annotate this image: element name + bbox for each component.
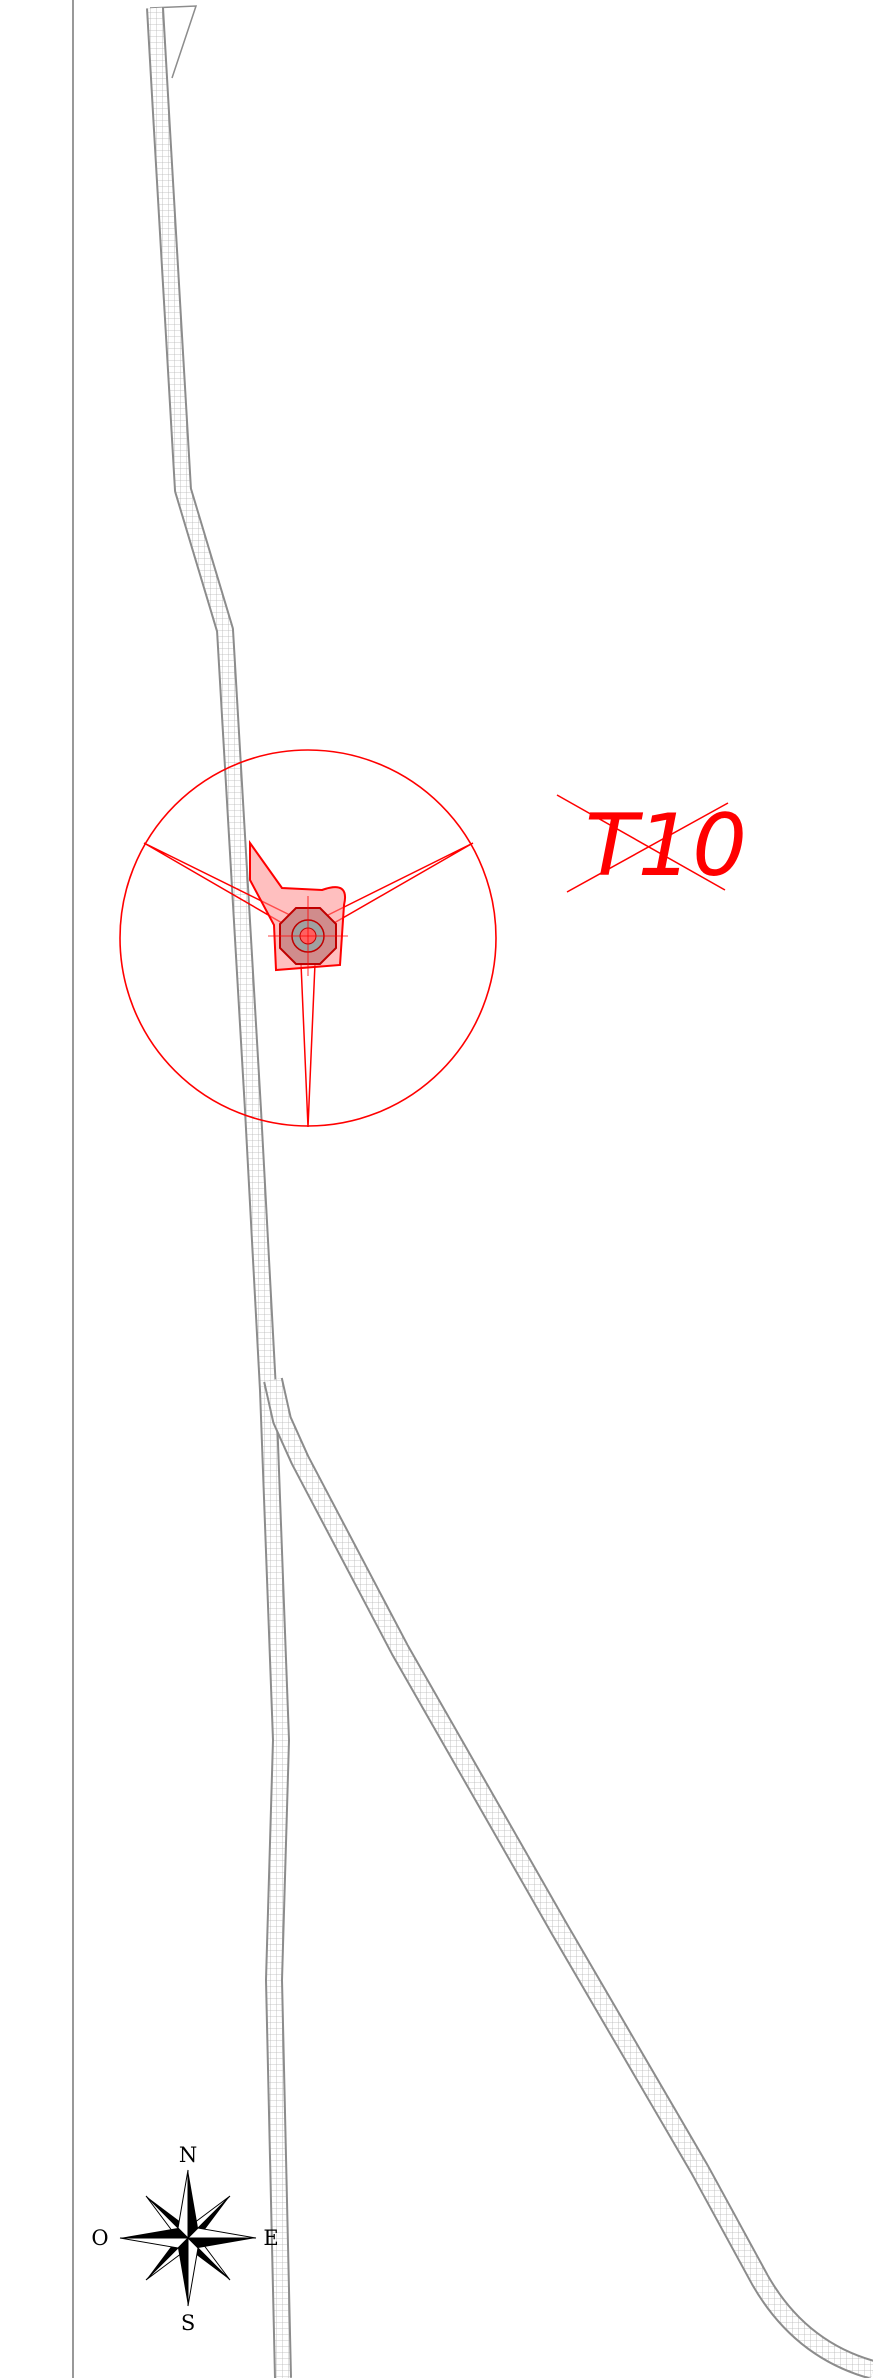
turbine-blades (143, 842, 474, 1128)
branch-road (263, 1377, 873, 2378)
main-road (146, 7, 292, 2378)
road-start-marker (149, 5, 198, 79)
turbine-label-group: T10 (556, 794, 747, 896)
wind-turbine (119, 749, 497, 1128)
compass-rose: N S E O (91, 2143, 278, 2335)
label-strike-2 (566, 802, 729, 893)
compass-east: E (263, 2226, 278, 2250)
compass-north: N (179, 2143, 197, 2167)
compass-south: S (181, 2311, 195, 2335)
label-strike-1 (556, 794, 726, 891)
turbine-label: T10 (585, 796, 747, 896)
compass-west: O (91, 2226, 108, 2250)
